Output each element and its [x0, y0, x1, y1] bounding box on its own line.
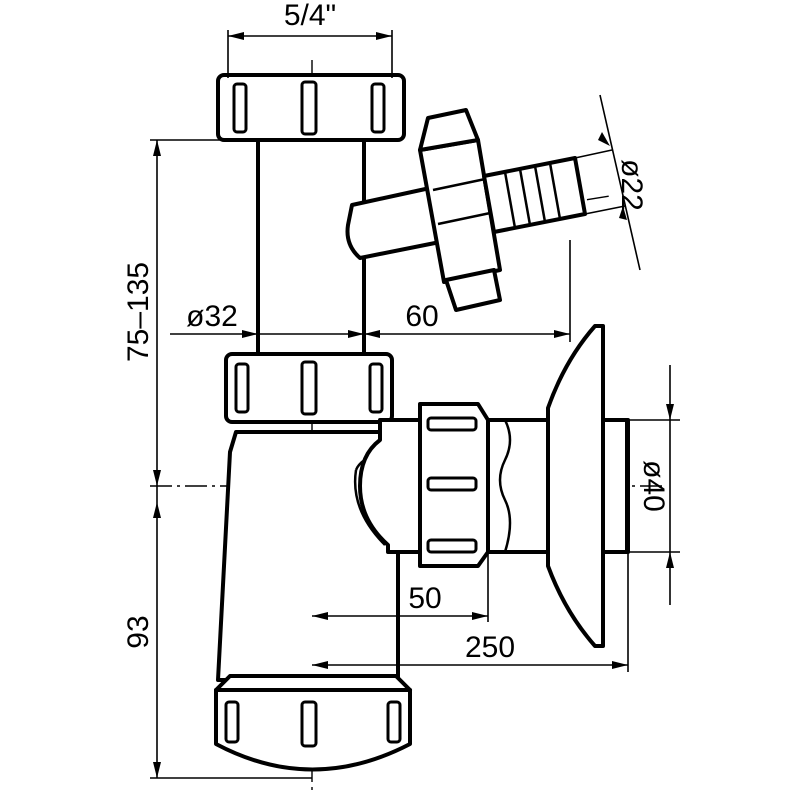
- dimension-labels: 5/4" 75–135 ø32 60 ø22 ø40 50 250 93: [122, 0, 670, 664]
- middle-coupling-nut: [224, 352, 394, 424]
- dim-hose-diameter: ø22: [615, 159, 648, 211]
- bottom-cap: [214, 674, 412, 772]
- outlet-assembly: [358, 324, 630, 648]
- upper-pipe: [256, 133, 366, 362]
- hose-branch: [345, 108, 587, 312]
- dimension-lines: [150, 30, 680, 779]
- dim-branch-offset: 60: [405, 300, 438, 333]
- dim-pipe-thread: 5/4": [284, 0, 336, 32]
- dim-trap-height: 93: [122, 615, 155, 648]
- dim-total-reach: 250: [465, 631, 515, 664]
- dim-height-range: 75–135: [122, 262, 155, 362]
- dim-outlet-diameter: ø40: [637, 460, 670, 512]
- top-coupling-nut: [216, 73, 406, 142]
- dim-pipe-diameter: ø32: [186, 300, 238, 333]
- dim-outlet-offset: 50: [408, 582, 441, 615]
